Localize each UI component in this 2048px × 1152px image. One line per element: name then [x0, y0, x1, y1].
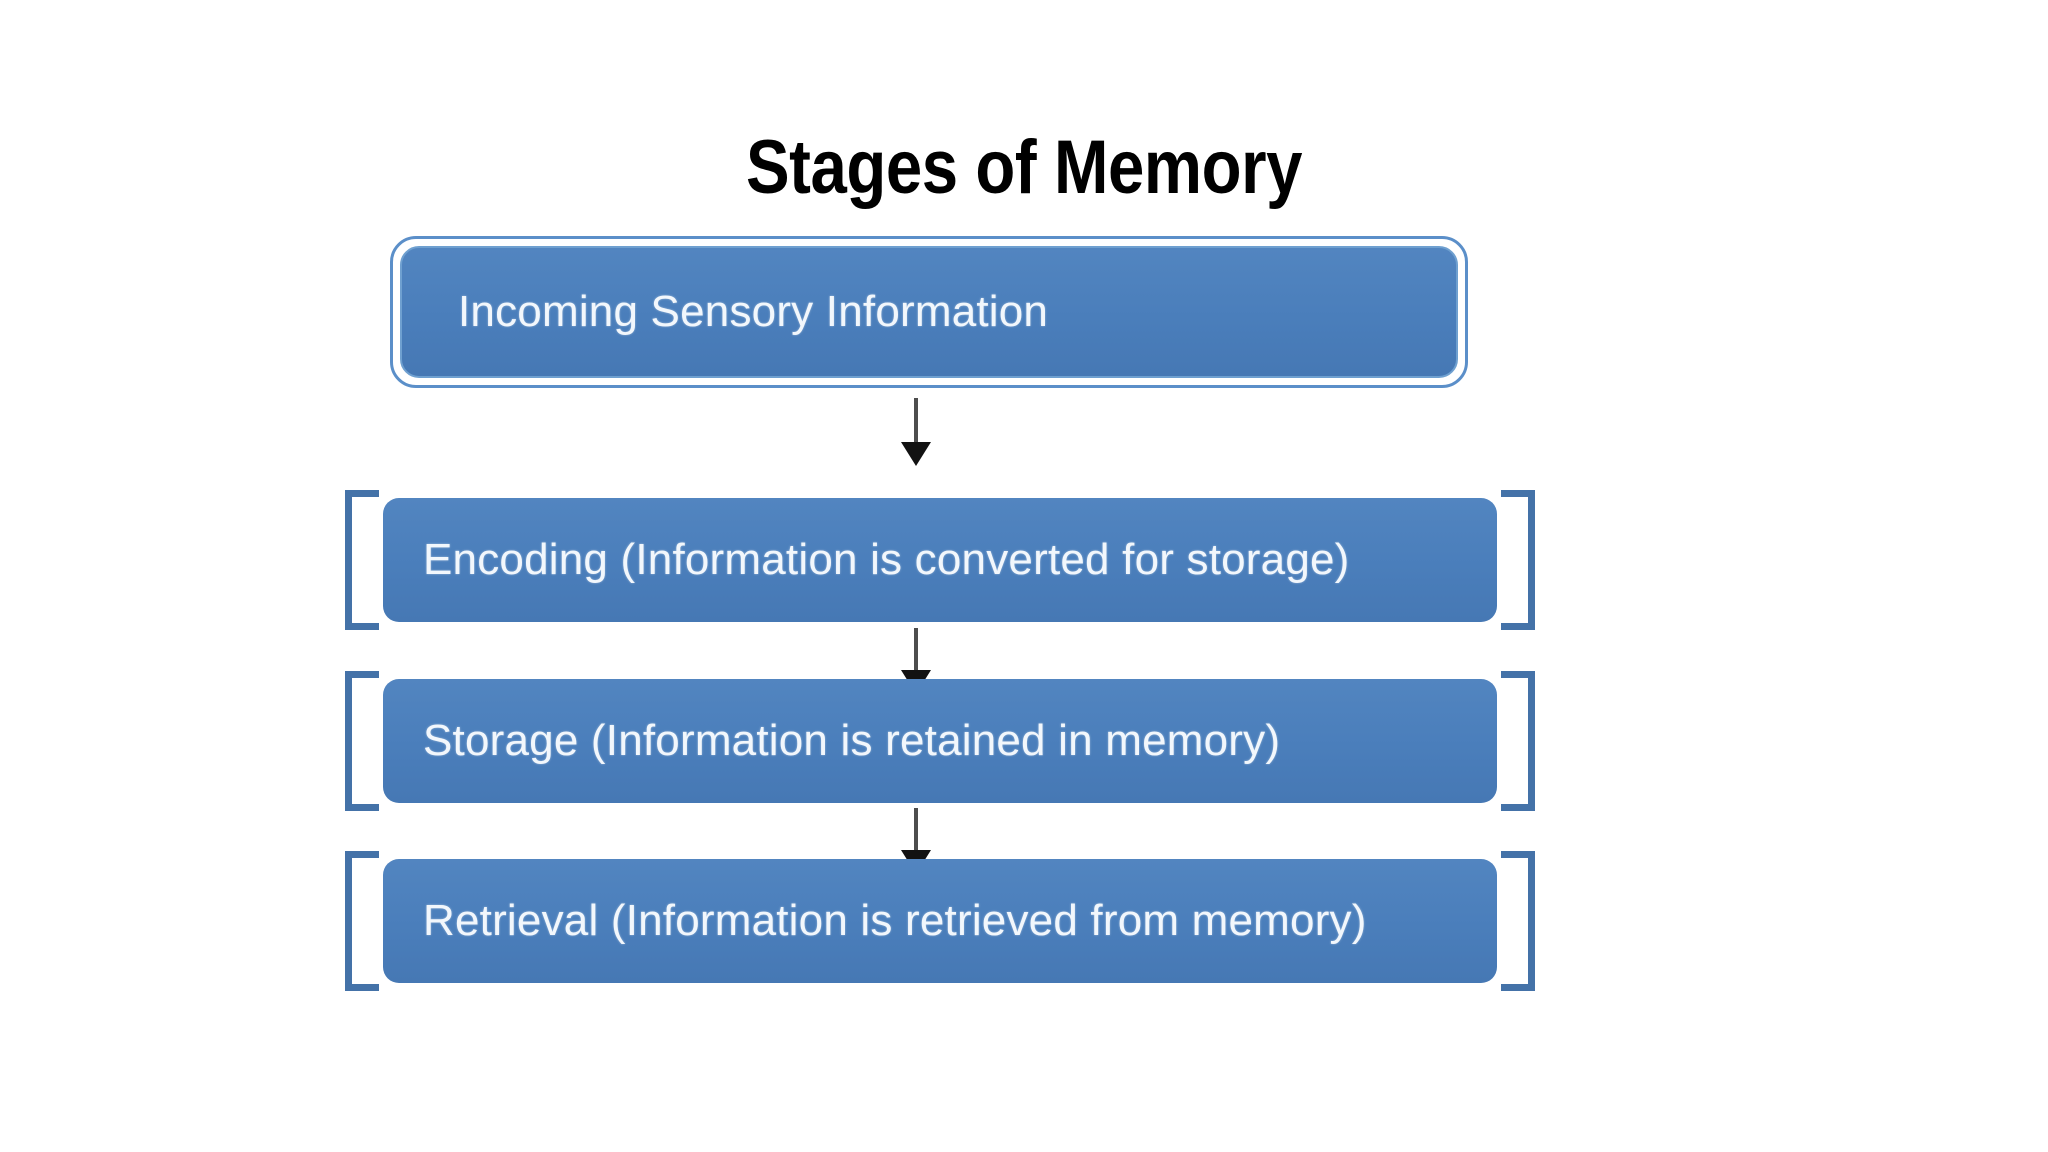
node-incoming-sensory-information-body: Incoming Sensory Information [400, 246, 1458, 378]
node-retrieval[interactable]: Retrieval (Information is retrieved from… [345, 851, 1535, 991]
node-encoding-label: Encoding (Information is converted for s… [423, 535, 1350, 584]
bracket-left-icon [345, 490, 379, 630]
bracket-left-icon [345, 671, 379, 811]
arrow-2-shaft [914, 628, 918, 674]
node-storage[interactable]: Storage (Information is retained in memo… [345, 671, 1535, 811]
node-incoming-sensory-information-label: Incoming Sensory Information [458, 287, 1049, 336]
arrow-1-head [901, 442, 931, 466]
node-encoding-body: Encoding (Information is converted for s… [383, 498, 1497, 622]
node-incoming-sensory-information[interactable]: Incoming Sensory Information [390, 236, 1468, 388]
bracket-right-icon [1501, 671, 1535, 811]
arrow-1-shaft [914, 398, 918, 446]
node-encoding[interactable]: Encoding (Information is converted for s… [345, 490, 1535, 630]
bracket-right-icon [1501, 490, 1535, 630]
connector-arrow-1 [901, 398, 931, 470]
arrow-3-shaft [914, 808, 918, 854]
node-storage-label: Storage (Information is retained in memo… [423, 716, 1281, 765]
node-retrieval-label: Retrieval (Information is retrieved from… [423, 896, 1367, 945]
node-storage-body: Storage (Information is retained in memo… [383, 679, 1497, 803]
bracket-left-icon [345, 851, 379, 991]
page-title: Stages of Memory [745, 125, 1303, 210]
bracket-right-icon [1501, 851, 1535, 991]
node-retrieval-body: Retrieval (Information is retrieved from… [383, 859, 1497, 983]
